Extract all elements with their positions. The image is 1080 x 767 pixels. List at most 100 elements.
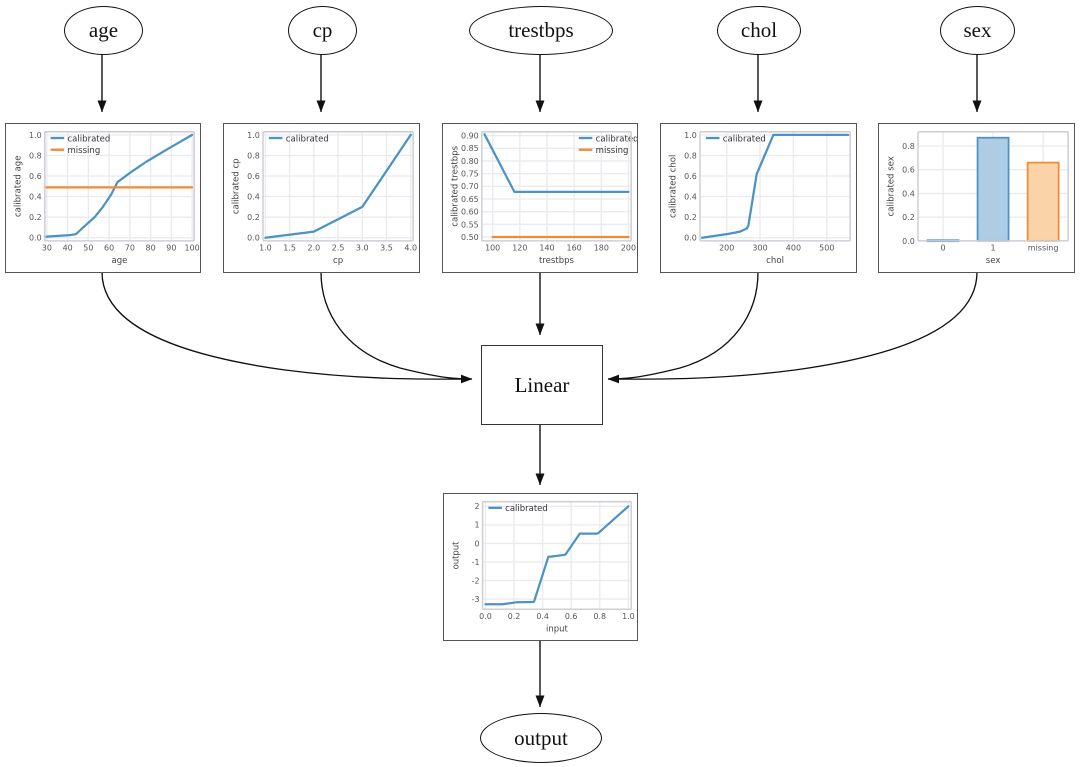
svg-text:output: output [450, 541, 460, 570]
svg-text:calibrated: calibrated [596, 134, 637, 144]
svg-text:calibrated cp: calibrated cp [232, 158, 242, 214]
svg-text:0.4: 0.4 [29, 193, 42, 202]
svg-text:2.5: 2.5 [332, 244, 345, 253]
node-trestbps[interactable]: trestbps [469, 6, 613, 55]
svg-text:1.0: 1.0 [29, 131, 42, 140]
svg-text:calibrated: calibrated [723, 134, 766, 144]
svg-text:0.2: 0.2 [684, 213, 697, 222]
svg-text:0.8: 0.8 [902, 142, 915, 151]
svg-text:80: 80 [146, 244, 156, 253]
svg-text:0.8: 0.8 [593, 612, 606, 621]
svg-text:0.4: 0.4 [247, 193, 260, 202]
svg-text:1.0: 1.0 [247, 131, 260, 140]
svg-text:0.4: 0.4 [536, 612, 549, 621]
svg-text:500: 500 [819, 244, 834, 253]
svg-text:90: 90 [166, 244, 176, 253]
svg-text:180: 180 [594, 244, 609, 253]
svg-text:4.0: 4.0 [404, 244, 417, 253]
svg-text:0.0: 0.0 [479, 612, 492, 621]
svg-text:sex: sex [986, 256, 1001, 266]
svg-text:0.60: 0.60 [461, 208, 479, 217]
svg-text:140: 140 [539, 244, 554, 253]
node-linear-label: Linear [514, 372, 570, 397]
svg-text:120: 120 [512, 244, 527, 253]
node-trestbps-label: trestbps [508, 18, 574, 42]
svg-text:200: 200 [621, 244, 636, 253]
node-output[interactable]: output [480, 713, 602, 763]
svg-text:calibrated: calibrated [505, 503, 548, 513]
svg-text:0.4: 0.4 [902, 189, 915, 198]
svg-text:300: 300 [752, 244, 767, 253]
node-sex[interactable]: sex [940, 6, 1015, 55]
svg-text:0.8: 0.8 [247, 151, 260, 160]
node-linear[interactable]: Linear [481, 345, 603, 425]
svg-text:50: 50 [83, 244, 93, 253]
svg-text:0.80: 0.80 [461, 157, 479, 166]
svg-text:input: input [546, 623, 569, 633]
svg-text:0.2: 0.2 [247, 213, 260, 222]
svg-text:0.0: 0.0 [247, 234, 260, 243]
svg-text:160: 160 [567, 244, 582, 253]
svg-text:0.8: 0.8 [29, 151, 42, 160]
svg-text:0.0: 0.0 [29, 234, 42, 243]
svg-text:0.0: 0.0 [684, 234, 697, 243]
svg-text:missing: missing [1028, 244, 1059, 253]
svg-text:0.0: 0.0 [902, 237, 915, 246]
svg-text:400: 400 [786, 244, 801, 253]
svg-text:100: 100 [485, 244, 500, 253]
svg-text:0: 0 [474, 539, 479, 548]
svg-text:60: 60 [104, 244, 114, 253]
edge-cp-plot-to-linear [320, 271, 473, 384]
node-age-label: age [88, 18, 119, 42]
svg-text:calibrated: calibrated [286, 134, 329, 144]
svg-text:1.5: 1.5 [283, 244, 296, 253]
svg-text:calibrated: calibrated [67, 134, 110, 144]
svg-text:0.65: 0.65 [461, 195, 479, 204]
svg-text:missing: missing [67, 146, 100, 156]
svg-text:70: 70 [125, 244, 135, 253]
svg-text:0.6: 0.6 [684, 172, 697, 181]
svg-text:0.85: 0.85 [461, 144, 479, 153]
svg-text:1.0: 1.0 [259, 244, 272, 253]
edge-chol-plot-to-linear [607, 271, 759, 384]
node-chol[interactable]: chol [717, 6, 801, 55]
svg-text:1: 1 [991, 244, 996, 253]
svg-text:100: 100 [185, 244, 200, 253]
svg-text:0.2: 0.2 [902, 213, 915, 222]
node-cp[interactable]: cp [288, 6, 357, 55]
svg-text:chol: chol [766, 256, 784, 266]
svg-text:0: 0 [940, 244, 945, 253]
svg-text:trestbps: trestbps [539, 256, 575, 266]
svg-text:3.5: 3.5 [380, 244, 393, 253]
svg-text:30: 30 [42, 244, 52, 253]
node-output-label: output [514, 725, 568, 750]
svg-text:calibrated trestbps: calibrated trestbps [451, 145, 461, 226]
node-cp-label: cp [312, 18, 333, 42]
svg-text:0.6: 0.6 [247, 172, 260, 181]
svg-text:0.2: 0.2 [508, 612, 521, 621]
svg-text:cp: cp [333, 256, 343, 266]
svg-text:calibrated age: calibrated age [14, 155, 24, 217]
svg-text:0.50: 0.50 [461, 233, 479, 242]
svg-text:0.90: 0.90 [461, 132, 479, 141]
svg-text:0.6: 0.6 [902, 166, 915, 175]
node-age[interactable]: age [64, 6, 143, 55]
node-sex-label: sex [963, 18, 992, 42]
svg-text:1.0: 1.0 [684, 131, 697, 140]
svg-text:0.4: 0.4 [684, 193, 697, 202]
svg-text:missing: missing [596, 146, 629, 156]
svg-text:1.0: 1.0 [622, 612, 635, 621]
svg-text:0.6: 0.6 [565, 612, 578, 621]
